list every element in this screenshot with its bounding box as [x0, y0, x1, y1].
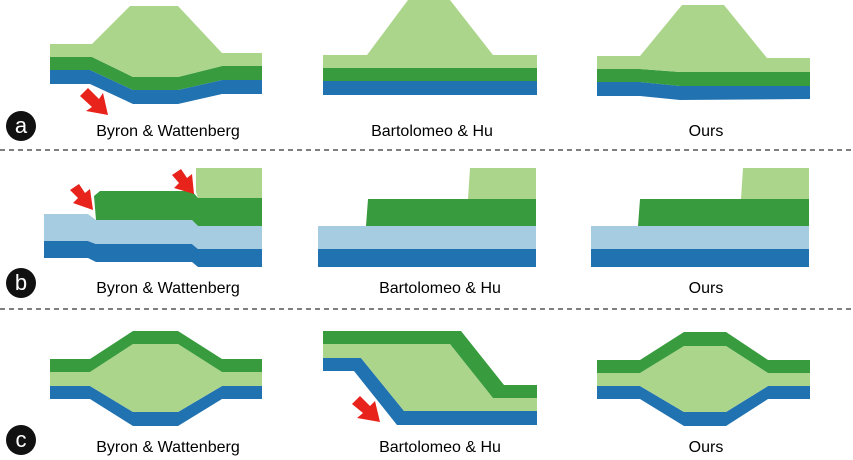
panel-c-ours — [597, 332, 810, 426]
layer-dark-green — [638, 199, 809, 226]
layer-light-green — [323, 344, 537, 411]
panel-c-bartolomeo — [323, 331, 537, 425]
caption-b-byron: Byron & Wattenberg — [96, 280, 239, 297]
layer-light-blue — [44, 214, 262, 249]
panel-a-byron — [50, 6, 262, 115]
layer-light-green — [323, 0, 537, 68]
panel-label-b: b — [6, 268, 36, 298]
layer-light-green — [468, 168, 536, 199]
layer-dark-blue — [323, 358, 537, 425]
caption-c-bartolomeo: Bartolomeo & Hu — [379, 439, 501, 456]
layer-dark-blue — [50, 386, 262, 426]
panel-b-bartolomeo — [318, 168, 536, 267]
layer-dark-blue — [597, 386, 810, 426]
row-b — [44, 168, 809, 267]
caption-b-ours: Ours — [689, 280, 724, 297]
layer-light-green — [196, 168, 262, 198]
layer-dark-blue — [318, 249, 536, 267]
layer-dark-green — [94, 191, 262, 226]
caption-b-bartolomeo: Bartolomeo & Hu — [379, 280, 501, 297]
svg-text:a: a — [15, 113, 28, 138]
caption-a-bartolomeo: Bartolomeo & Hu — [371, 123, 493, 140]
layer-light-green — [50, 344, 262, 412]
red-arrow — [352, 396, 380, 422]
caption-c-byron: Byron & Wattenberg — [96, 439, 239, 456]
layer-dark-blue — [50, 70, 262, 104]
caption-a-ours: Ours — [689, 123, 724, 140]
red-arrow-2 — [172, 169, 194, 194]
layer-light-blue — [591, 226, 809, 249]
panel-label-a: a — [6, 111, 36, 141]
layer-dark-green — [597, 69, 810, 86]
layer-dark-blue — [44, 241, 262, 267]
layer-dark-green — [323, 68, 537, 81]
red-arrow — [80, 88, 108, 115]
panel-a-ours — [597, 5, 810, 100]
layer-dark-blue — [597, 82, 810, 100]
caption-c-ours: Ours — [689, 439, 724, 456]
layer-light-blue — [318, 226, 536, 249]
panel-a-bartolomeo — [323, 0, 537, 95]
layer-dark-blue — [323, 81, 537, 95]
layer-light-green — [597, 346, 810, 412]
layer-dark-green — [597, 332, 810, 373]
panel-b-ours — [591, 168, 809, 267]
layer-dark-blue — [591, 249, 809, 267]
panel-label-c: c — [6, 425, 36, 455]
red-arrow-1 — [70, 184, 93, 210]
panel-c-byron — [50, 331, 262, 426]
layer-dark-green — [50, 57, 262, 90]
layer-light-green — [50, 6, 262, 77]
panel-b-byron — [44, 168, 262, 267]
svg-text:b: b — [15, 270, 27, 295]
layer-dark-green — [323, 331, 537, 398]
layer-light-green — [597, 5, 810, 72]
layer-dark-green — [366, 199, 536, 226]
caption-a-byron: Byron & Wattenberg — [96, 123, 239, 140]
svg-text:c: c — [16, 427, 27, 452]
layer-light-green — [741, 168, 809, 199]
row-a — [50, 0, 810, 115]
layer-dark-green — [50, 331, 262, 372]
row-c — [50, 331, 810, 426]
